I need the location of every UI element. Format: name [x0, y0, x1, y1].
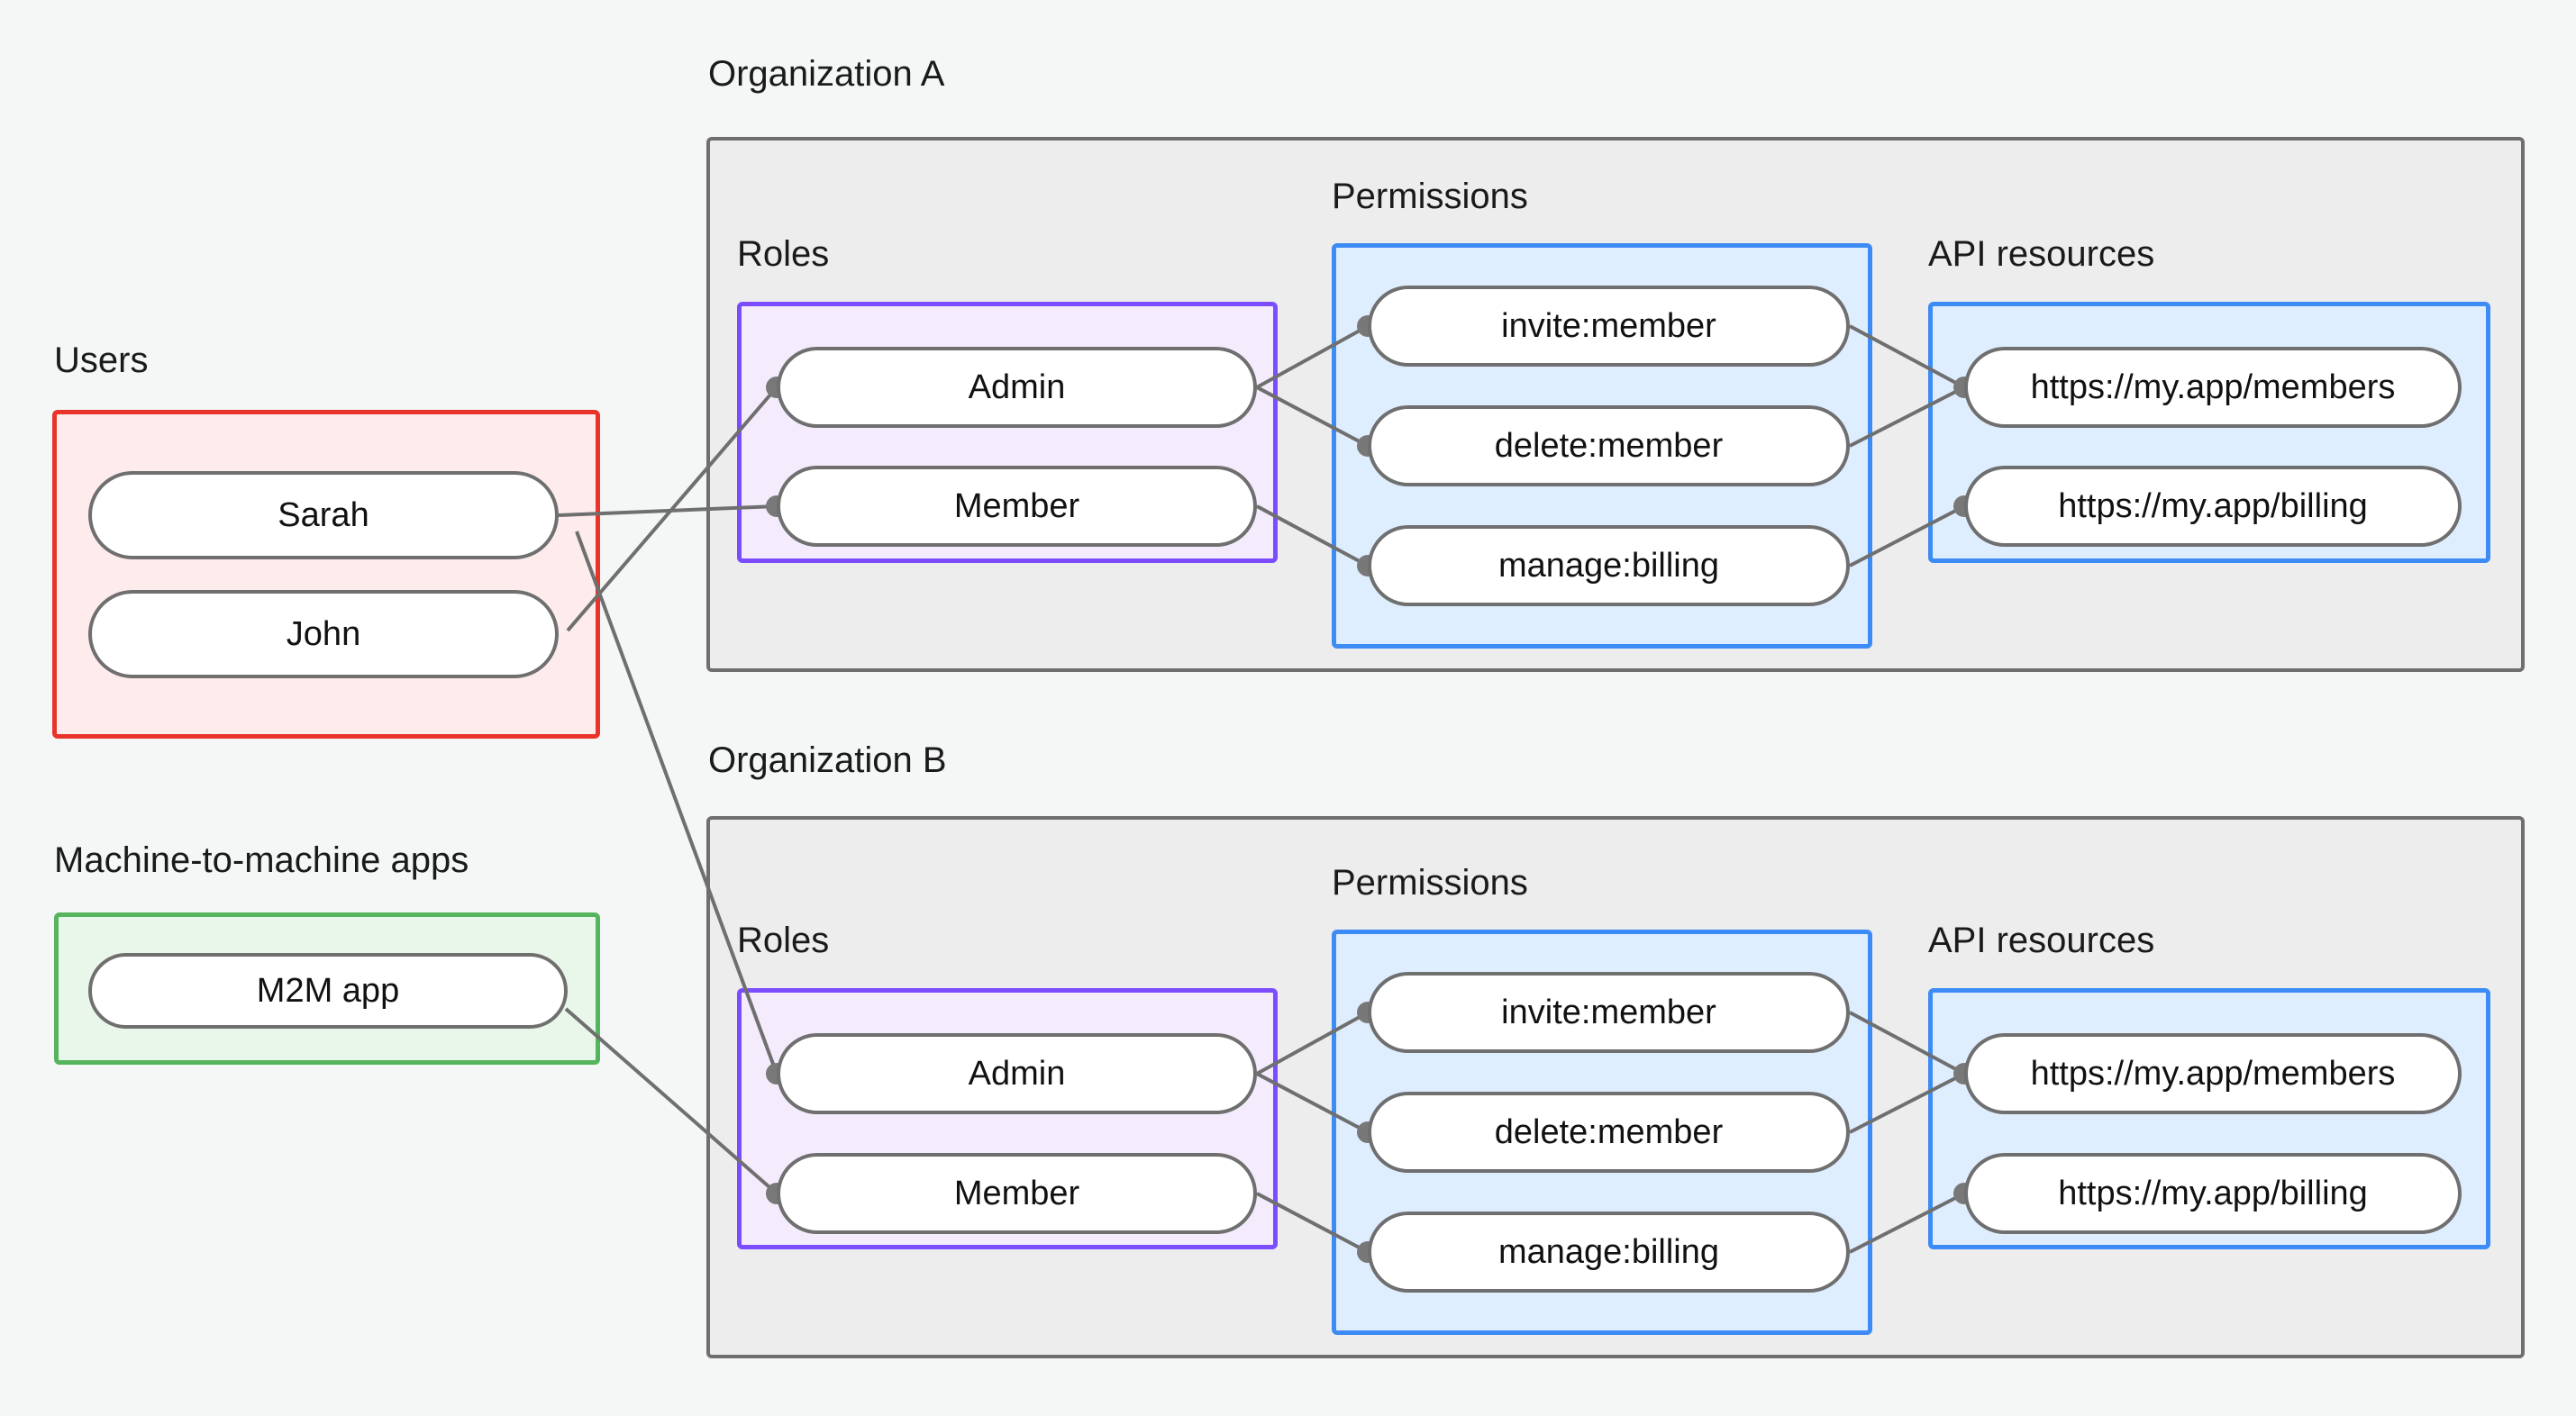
- org-a-role-pill-member[interactable]: Member: [777, 466, 1257, 547]
- organization-a-title: Organization A: [708, 54, 945, 94]
- org-b-permissions-title: Permissions: [1332, 863, 1528, 903]
- org-b-permission-pill-manage-billing[interactable]: manage:billing: [1368, 1212, 1850, 1293]
- org-a-permission-pill-invite-member[interactable]: invite:member: [1368, 286, 1850, 367]
- org-a-role-pill-admin[interactable]: Admin: [777, 347, 1257, 428]
- org-b-role-pill-member[interactable]: Member: [777, 1153, 1257, 1234]
- user-pill-sarah[interactable]: Sarah: [88, 471, 559, 559]
- m2m-group-title: Machine-to-machine apps: [54, 840, 469, 880]
- org-b-permission-pill-invite-member[interactable]: invite:member: [1368, 972, 1850, 1053]
- org-a-permission-pill-manage-billing[interactable]: manage:billing: [1368, 525, 1850, 606]
- org-b-permission-pill-delete-member[interactable]: delete:member: [1368, 1092, 1850, 1173]
- users-group-title: Users: [54, 340, 149, 380]
- org-a-api-resources-title: API resources: [1928, 234, 2155, 274]
- org-b-role-pill-admin[interactable]: Admin: [777, 1033, 1257, 1114]
- user-pill-john[interactable]: John: [88, 590, 559, 678]
- org-a-roles-title: Roles: [737, 234, 830, 274]
- org-a-api-pill-billing[interactable]: https://my.app/billing: [1964, 466, 2462, 547]
- org-b-roles-title: Roles: [737, 921, 830, 960]
- org-b-api-pill-members[interactable]: https://my.app/members: [1964, 1033, 2462, 1114]
- org-a-permissions-title: Permissions: [1332, 177, 1528, 216]
- org-a-permission-pill-delete-member[interactable]: delete:member: [1368, 405, 1850, 486]
- users-group-box: [52, 410, 600, 739]
- org-b-api-resources-title: API resources: [1928, 921, 2155, 960]
- m2m-pill-app[interactable]: M2M app: [88, 953, 568, 1029]
- org-a-api-pill-members[interactable]: https://my.app/members: [1964, 347, 2462, 428]
- organization-b-title: Organization B: [708, 740, 947, 780]
- org-b-api-pill-billing[interactable]: https://my.app/billing: [1964, 1153, 2462, 1234]
